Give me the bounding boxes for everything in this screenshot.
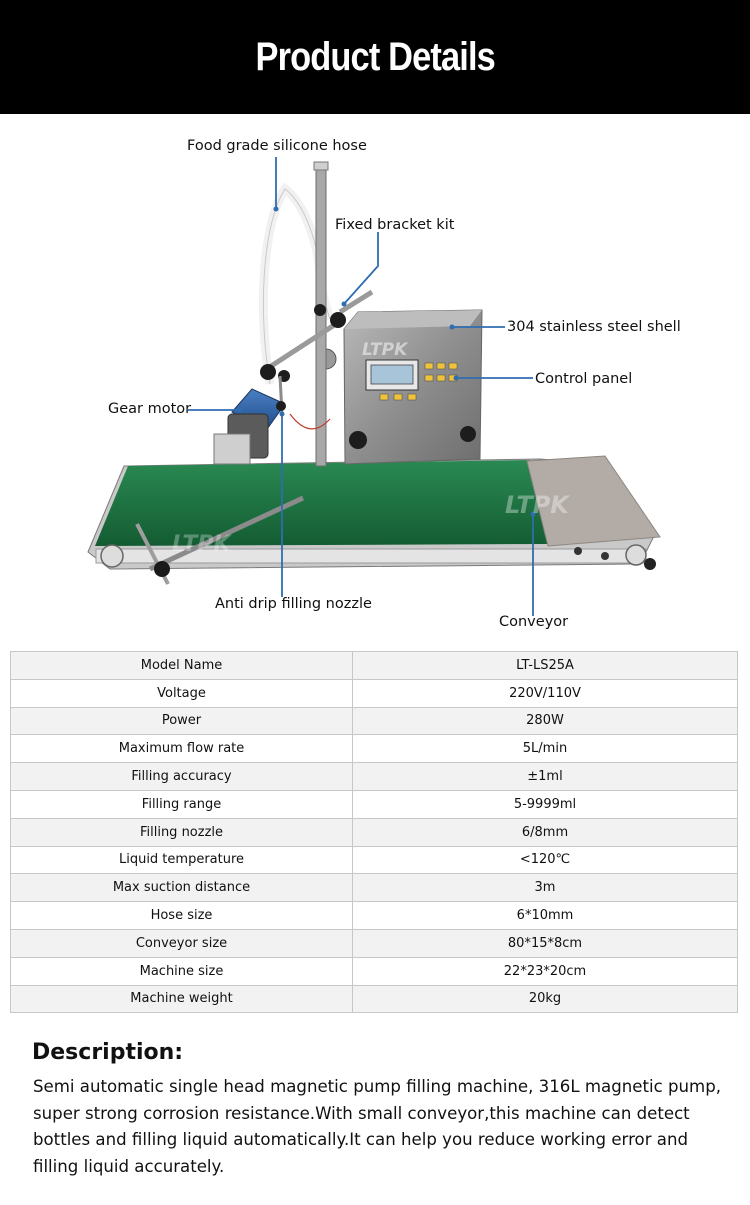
header-banner: Product Details xyxy=(0,0,750,114)
watermark-belt: LTPK xyxy=(505,491,571,519)
product-figure: LTPK LTPK LTPK Food grade silicone hose … xyxy=(0,114,750,646)
spec-key: Voltage xyxy=(10,678,353,708)
callout-bracket: Fixed bracket kit xyxy=(335,217,455,233)
callout-hose: Food grade silicone hose xyxy=(187,138,367,154)
spec-value: 20kg xyxy=(352,984,738,1014)
spec-value: 80*15*8cm xyxy=(352,928,738,958)
spec-value: <120℃ xyxy=(352,845,738,875)
spec-key: Liquid temperature xyxy=(10,845,353,875)
machine-body xyxy=(343,309,483,465)
callout-panel: Control panel xyxy=(535,371,633,387)
spec-value: 5L/min xyxy=(352,734,738,764)
description-title: Description: xyxy=(32,1040,184,1065)
table-row: Liquid temperature<120℃ xyxy=(10,845,738,875)
spec-value: LT-LS25A xyxy=(352,651,738,680)
callout-motor: Gear motor xyxy=(108,401,192,417)
machine-illustration: LTPK LTPK LTPK xyxy=(87,157,661,616)
spec-value: 280W xyxy=(352,706,738,736)
spec-key: Max suction distance xyxy=(10,873,353,903)
callout-conveyor: Conveyor xyxy=(499,614,569,630)
spec-key: Filling nozzle xyxy=(10,817,353,847)
conveyor xyxy=(87,455,661,570)
spec-key: Maximum flow rate xyxy=(10,734,353,764)
spec-key: Machine size xyxy=(10,956,353,986)
spec-key: Machine weight xyxy=(10,984,353,1014)
spec-value: 22*23*20cm xyxy=(352,956,738,986)
spec-value: 220V/110V xyxy=(352,678,738,708)
description-body: Semi automatic single head magnetic pump… xyxy=(33,1077,722,1176)
spec-value: 5-9999ml xyxy=(352,789,738,819)
spec-key: Filling range xyxy=(10,789,353,819)
spec-value: 6/8mm xyxy=(352,817,738,847)
spec-key: Conveyor size xyxy=(10,928,353,958)
spec-value: 3m xyxy=(352,873,738,903)
page-title: Product Details xyxy=(255,34,495,79)
spec-key: Power xyxy=(10,706,353,736)
side-guide-arm xyxy=(135,495,305,585)
callout-shell: 304 stainless steel shell xyxy=(507,319,681,335)
spec-key: Model Name xyxy=(10,651,353,680)
bracket-kit xyxy=(260,161,374,467)
leader-lines xyxy=(188,157,534,616)
spec-value: ±1ml xyxy=(352,762,738,791)
spec-value: 6*10mm xyxy=(352,901,738,930)
callout-nozzle: Anti drip filling nozzle xyxy=(215,596,372,612)
table-row: Filling accuracy±1ml xyxy=(10,762,738,791)
spec-key: Filling accuracy xyxy=(10,762,353,791)
watermark-left: LTPK xyxy=(172,532,233,557)
spec-key: Hose size xyxy=(10,901,353,930)
watermark-top: LTPK xyxy=(362,340,409,360)
